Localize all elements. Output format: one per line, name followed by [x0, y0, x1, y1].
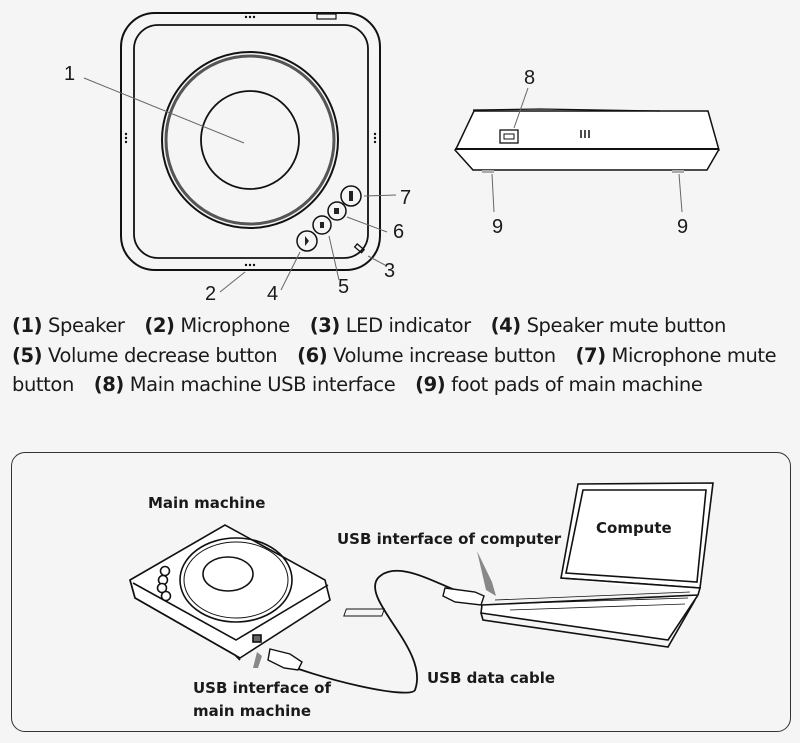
- volume-down-icon: [320, 222, 324, 228]
- usb-port: [499, 129, 519, 144]
- volume-up-icon: [334, 208, 339, 214]
- callout-6: 6: [393, 221, 404, 243]
- top-leader-lines: [83, 77, 397, 293]
- legend-item-2: (2) Microphone: [144, 314, 290, 337]
- volume-increase-button: [327, 201, 347, 221]
- cable-label: USB data cable: [427, 669, 555, 687]
- volume-decrease-button: [312, 215, 332, 235]
- usb-computer-arrow: [477, 551, 496, 596]
- legend-item-6: (6) Volume increase button: [297, 343, 556, 367]
- speaker-mute-button: [296, 230, 318, 252]
- legend-item-3: (3) LED indicator: [309, 314, 471, 337]
- top-callouts: 1 2 3 4 5 6 7: [64, 63, 411, 305]
- main-machine-illustration: [129, 524, 331, 661]
- callout-5: 5: [338, 276, 349, 298]
- side-view-device: [453, 108, 720, 173]
- callout-9-right: 9: [677, 216, 688, 238]
- callout-2: 2: [205, 283, 216, 305]
- usb-plug-main: [267, 648, 303, 671]
- side-leader-lines: [491, 87, 683, 213]
- mic-mute-button: [340, 185, 362, 207]
- callout-8: 8: [524, 67, 535, 89]
- callout-4: 4: [267, 283, 278, 305]
- callout-3: 3: [384, 260, 395, 282]
- usb-plug-computer: [442, 587, 485, 606]
- computer-label: Compute: [596, 519, 672, 537]
- top-view-device: [120, 12, 381, 271]
- callout-7: 7: [400, 187, 411, 209]
- usb-cable: [269, 569, 456, 694]
- usb-computer-label: USB interface of computer: [337, 530, 562, 548]
- mic-holes: [124, 15, 377, 267]
- parts-legend: (1) Speaker (2) Microphone (3) LED indic…: [12, 311, 800, 400]
- legend-item-8: (8) Main machine USB interface: [93, 373, 396, 396]
- legend-item-1: (1) Speaker: [12, 314, 125, 337]
- callout-1: 1: [64, 63, 75, 85]
- connection-labels: Main machine USB interface of computer C…: [148, 494, 672, 720]
- mic-mute-icon: [349, 191, 353, 201]
- side-vent: [580, 130, 590, 138]
- legend-item-9: (9) foot pads of main machine: [415, 373, 703, 396]
- usb-main-label-line2: main machine: [193, 702, 311, 720]
- foot-pad-right: [672, 170, 684, 173]
- legend-item-7: (7) Microphone mute button: [12, 343, 777, 397]
- foot-pad-left: [482, 170, 494, 173]
- connection-diagram-frame: [11, 452, 791, 732]
- usb-main-label-line1: USB interface of: [193, 679, 331, 697]
- main-machine-label: Main machine: [148, 494, 265, 512]
- legend-item-5: (5) Volume decrease button: [12, 343, 278, 367]
- usb-main-arrow: [253, 652, 262, 668]
- laptop-illustration: [343, 482, 714, 648]
- callout-9-left: 9: [492, 216, 503, 238]
- speaker-grille: [161, 51, 339, 229]
- led-indicator: [353, 242, 366, 254]
- speaker-mute-icon: [305, 236, 309, 246]
- legend-item-4: (4) Speaker mute button: [490, 314, 727, 337]
